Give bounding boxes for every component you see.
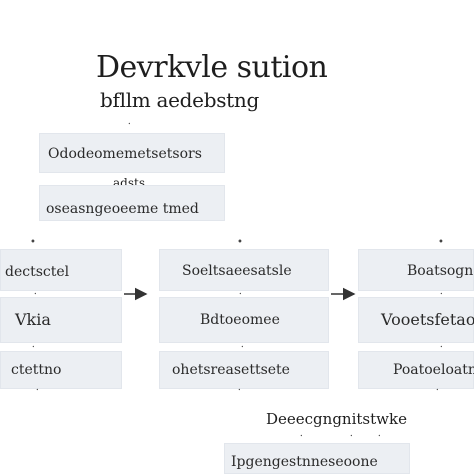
center-box-3: ohetsreasettsete	[159, 351, 329, 389]
left-box-2-label: Vkia	[15, 310, 51, 329]
diagram-subtitle: bfllm aedebstng	[100, 88, 260, 112]
connector-dot: ⸱	[34, 289, 37, 300]
connector-dot: ⸱	[378, 431, 381, 442]
connector-dot: ⸱	[436, 385, 439, 396]
left-box-3-label: ctettno	[11, 362, 62, 378]
right-box-2-label: Vooetsfetao	[381, 310, 474, 329]
top-box-2: oseasngeoeeme tmed	[39, 185, 225, 221]
connector-dot: ⸱	[300, 431, 303, 442]
center-box-2: Bdtoeomee	[159, 297, 329, 343]
left-box-1-label: dectsctel	[5, 264, 70, 280]
connector-dot: •	[438, 237, 444, 248]
connector-dot: •	[237, 237, 243, 248]
diagram-title: Devrkvle sution	[96, 50, 328, 85]
right-box-1: Boatsogne	[358, 249, 474, 291]
bottom-label: Deeecgngnitstwke	[266, 410, 407, 428]
center-box-1-label: Soeltsaeesatsle	[182, 263, 292, 279]
bottom-box: Ipgengestnneseoone	[224, 443, 410, 474]
connector-dot: •	[30, 237, 36, 248]
connector-dot: ⸱	[36, 385, 39, 396]
top-box-2-label: oseasngeoeeme tmed	[46, 201, 199, 217]
center-box-1: Soeltsaeesatsle	[159, 249, 329, 291]
connector-dot: ⸱	[32, 342, 35, 353]
center-box-3-label: ohetsreasettsete	[172, 362, 290, 378]
connector-dot: ⸱	[241, 342, 244, 353]
connector-dot: ⸱	[238, 385, 241, 396]
bottom-box-label: Ipgengestnneseoone	[231, 454, 378, 470]
connector-dot: ⸱	[128, 119, 131, 130]
top-box-1: Ododeomemetsetsors	[39, 133, 225, 173]
left-box-2: Vkia	[0, 297, 122, 343]
right-box-1-label: Boatsogne	[407, 263, 474, 279]
connector-dot: ⸱	[440, 289, 443, 300]
left-box-1: dectsctel	[0, 249, 122, 291]
center-box-2-label: Bdtoeomee	[200, 312, 280, 328]
right-box-3-label: Poatoeloatne	[393, 362, 474, 378]
connector-dot: ⸱	[239, 289, 242, 300]
connector-dot: ⸱	[440, 342, 443, 353]
right-box-2: Vooetsfetao	[358, 297, 474, 343]
left-box-3: ctettno	[0, 351, 122, 389]
top-box-1-label: Ododeomemetsetsors	[48, 146, 202, 162]
connector-dot: ⸱	[350, 431, 353, 442]
